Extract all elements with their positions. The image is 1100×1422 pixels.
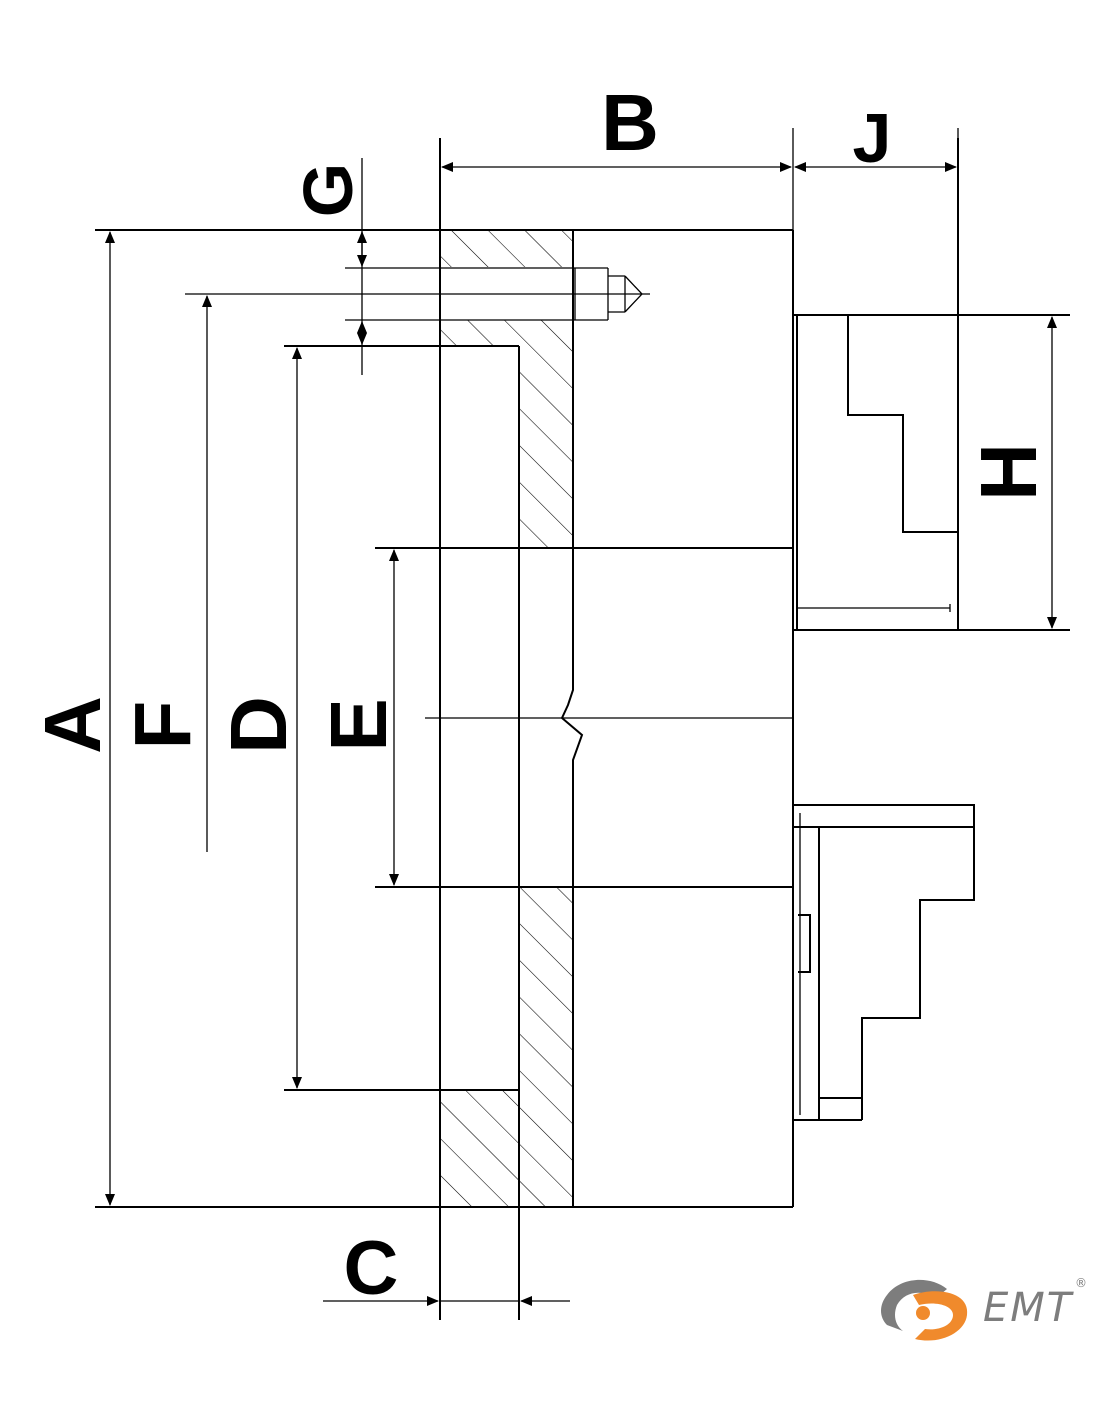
label-j: J xyxy=(853,99,892,177)
dimension-lines xyxy=(105,162,1057,1306)
label-a: A xyxy=(28,696,117,754)
label-f: F xyxy=(118,701,207,750)
lower-jaw xyxy=(792,804,975,1121)
logo-swoosh-gray xyxy=(881,1279,947,1331)
dimension-labels: A F D E B J G H C xyxy=(28,78,1053,1311)
hatched-section xyxy=(440,230,573,1207)
upper-jaw xyxy=(793,138,1070,631)
logo-brand-text: EMT xyxy=(983,1285,1075,1331)
logo-swoosh-orange xyxy=(913,1291,968,1341)
chuck-body xyxy=(95,138,794,1320)
label-e: E xyxy=(314,698,403,751)
label-g: G xyxy=(289,163,367,217)
label-d: D xyxy=(214,696,303,754)
label-h: H xyxy=(964,443,1053,501)
logo-registered-mark: ® xyxy=(1075,1276,1087,1290)
mounting-bolt xyxy=(185,267,650,321)
label-c: C xyxy=(344,1226,399,1311)
label-b: B xyxy=(601,78,659,167)
emt-logo: EMT ® xyxy=(881,1276,1087,1341)
